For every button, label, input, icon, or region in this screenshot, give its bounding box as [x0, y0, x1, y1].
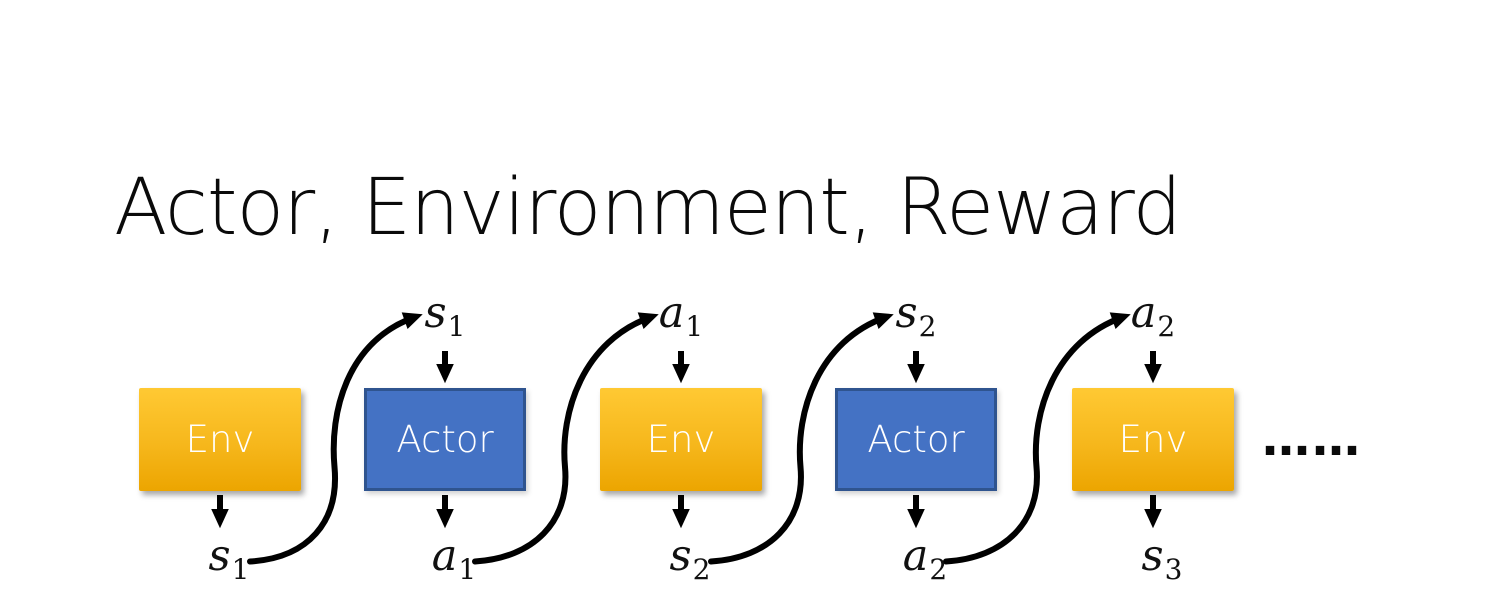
bottom-label-s2: s2 — [635, 531, 745, 595]
bottom-label-s3-sub: 3 — [1164, 553, 1183, 586]
env-box-3-label: Env — [1118, 418, 1188, 461]
bottom-label-s1-base: s — [208, 531, 231, 581]
bottom-label-a2: a2 — [870, 531, 980, 595]
top-label-a1-base: a — [658, 288, 685, 338]
actor-box-1-label: Actor — [396, 418, 494, 461]
bottom-label-a1-sub: 1 — [458, 553, 477, 586]
bottom-label-a2-base: a — [902, 531, 929, 581]
env-box-2-label: Env — [646, 418, 716, 461]
continuation-dots: …… — [1262, 411, 1362, 467]
top-label-s1: s1 — [390, 288, 500, 352]
env-box-1: Env — [139, 388, 301, 491]
top-label-a2: a2 — [1098, 288, 1208, 352]
bottom-label-a2-sub: 2 — [929, 553, 948, 586]
slide-title: Actor, Environment, Reward — [114, 163, 1182, 254]
env-box-3: Env — [1072, 388, 1234, 491]
top-label-s2-base: s — [895, 288, 918, 338]
bottom-label-a1-base: a — [431, 531, 458, 581]
top-label-a1: a1 — [626, 288, 736, 352]
env-box-2: Env — [600, 388, 762, 491]
actor-box-1: Actor — [364, 388, 526, 491]
top-label-s2: s2 — [861, 288, 971, 352]
top-label-s1-base: s — [424, 288, 447, 338]
bottom-label-s3: s3 — [1107, 531, 1217, 595]
bottom-label-s3-base: s — [1141, 531, 1164, 581]
bottom-label-s1: s1 — [174, 531, 284, 595]
actor-box-2: Actor — [835, 388, 997, 491]
env-box-1-label: Env — [185, 418, 255, 461]
actor-box-2-label: Actor — [867, 418, 965, 461]
bottom-label-s1-sub: 1 — [231, 553, 250, 586]
bottom-label-a1: a1 — [399, 531, 509, 595]
top-label-a2-sub: 2 — [1157, 310, 1176, 343]
bottom-label-s2-base: s — [669, 531, 692, 581]
top-label-a2-base: a — [1130, 288, 1157, 338]
bottom-label-s2-sub: 2 — [692, 553, 711, 586]
top-label-s2-sub: 2 — [918, 310, 937, 343]
top-label-a1-sub: 1 — [685, 310, 704, 343]
top-label-s1-sub: 1 — [447, 310, 466, 343]
